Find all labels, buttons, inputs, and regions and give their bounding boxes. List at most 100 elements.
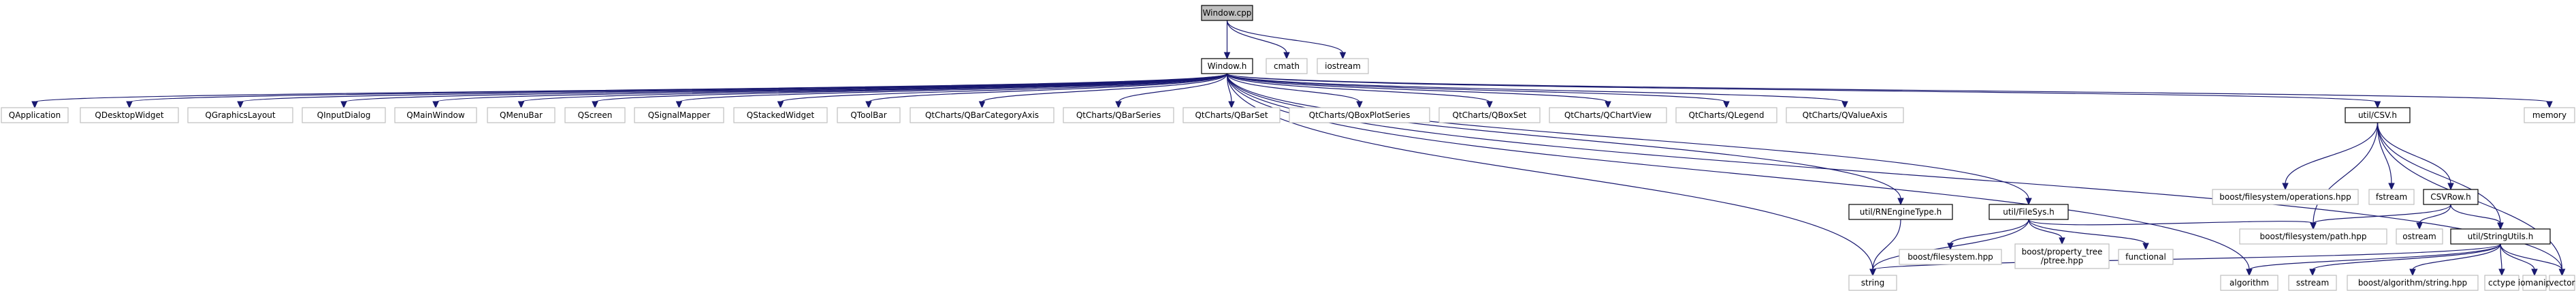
edge-arrowhead <box>340 101 347 109</box>
edge-window_h-to-qchartview <box>1226 73 1609 103</box>
node-label: boost/property_tree <box>2022 247 2103 257</box>
node-vector: vector <box>2549 275 2575 291</box>
node-qvalueaxis: QtCharts/QValueAxis <box>1786 107 1904 123</box>
edge-arrowhead <box>1723 101 1730 109</box>
node-label: util/FileSys.h <box>2003 207 2055 217</box>
node-boost_alg_string: boost/algorithm/string.hpp <box>2347 275 2479 291</box>
node-label: QApplication <box>9 110 61 120</box>
node-window_h[interactable]: Window.h <box>1201 58 1253 74</box>
edge-arrowhead <box>2498 269 2505 277</box>
node-rnengine_h[interactable]: util/RNEngineType.h <box>1848 204 1953 220</box>
node-label: ostream <box>2402 232 2436 241</box>
node-iostream: iostream <box>1317 58 1369 74</box>
node-box <box>2288 275 2337 291</box>
edge-arrowhead <box>237 101 244 109</box>
node-box <box>909 107 1054 123</box>
edge-arrowhead <box>1223 52 1231 60</box>
node-label: memory <box>2532 110 2566 120</box>
node-box <box>2014 243 2110 269</box>
node-box <box>302 107 386 123</box>
edge-window_h-to-qbarcategoryaxis <box>981 73 1228 103</box>
node-qsignalmapper: QSignalMapper <box>634 107 724 123</box>
edge-arrowhead <box>1339 52 1347 60</box>
node-box <box>2347 275 2479 291</box>
edge-window_h-to-qsignalmapper <box>678 73 1228 103</box>
node-qscreen: QScreen <box>564 107 626 123</box>
edge-arrowhead <box>777 101 784 109</box>
node-boost_fs_ops: boost/filesystem/operations.hpp <box>2212 189 2359 205</box>
node-label: QtCharts/QBarSet <box>1195 110 1268 120</box>
node-label: Window.cpp <box>1203 8 1252 18</box>
edge-rnengine_h-to-string <box>1872 219 1901 271</box>
edge-arrowhead <box>2309 269 2316 277</box>
edge-arrowhead <box>2388 183 2395 191</box>
node-label: QtCharts/QBoxSet <box>1453 110 1527 120</box>
edge-arrowhead <box>2246 269 2253 277</box>
node-label: functional <box>2125 252 2166 262</box>
edge-arrowhead <box>1356 101 1363 109</box>
node-box <box>187 107 293 123</box>
node-label: fstream <box>2376 192 2407 202</box>
node-label: QStackedWidget <box>747 110 815 120</box>
edge-window_h-to-memory <box>1226 73 2550 103</box>
edge-arrowhead <box>2531 269 2538 277</box>
node-box <box>634 107 724 123</box>
node-filesys_h[interactable]: util/FileSys.h <box>1989 204 2069 220</box>
edge-arrowhead <box>2558 269 2566 277</box>
node-label: QToolBar <box>850 110 886 120</box>
node-stringutils_h[interactable]: util/StringUtils.h <box>2450 228 2551 245</box>
edge-stringutils_h-to-boost_alg_string <box>2412 243 2501 271</box>
node-box <box>2423 189 2479 205</box>
node-box <box>564 107 626 123</box>
edge-arrowhead <box>2447 183 2454 191</box>
node-box <box>1989 204 2069 220</box>
edge-stringutils_h-to-cctype <box>2500 243 2502 271</box>
node-box <box>2345 107 2411 123</box>
node-iomanip: iomanip <box>2518 275 2551 291</box>
node-box <box>2368 189 2415 205</box>
edge-filesys_h-to-boost_fs_path <box>2028 219 2314 226</box>
node-box <box>2522 275 2547 291</box>
node-label: string <box>1861 278 1884 288</box>
node-box <box>1063 107 1174 123</box>
node-label: QGraphicsLayout <box>205 110 276 120</box>
node-label: QScreen <box>578 110 613 120</box>
edges-layer <box>31 20 2566 277</box>
node-box <box>394 107 477 123</box>
node-box <box>1675 107 1777 123</box>
edge-stringutils_h-to-algorithm <box>2249 243 2501 271</box>
edge-arrowhead <box>2546 101 2553 109</box>
node-label: boost/algorithm/string.hpp <box>2358 278 2467 288</box>
node-label: QtCharts/QBarSeries <box>1076 110 1161 120</box>
node-memory: memory <box>2524 107 2575 123</box>
node-box <box>1 107 69 123</box>
node-qboxplotseries: QtCharts/QBoxPlotSeries <box>1289 107 1430 123</box>
edge-window_h-to-qscreen <box>594 73 1228 103</box>
node-label: cctype <box>2488 278 2515 288</box>
edge-window_h-to-qlegend <box>1226 73 1727 103</box>
node-box <box>1289 107 1430 123</box>
node-boost_fs: boost/filesystem.hpp <box>1899 249 2002 265</box>
edge-arrowhead <box>1115 101 1122 109</box>
node-window_cpp[interactable]: Window.cpp <box>1201 5 1253 21</box>
edge-window_cpp-to-cmath <box>1226 20 1287 54</box>
node-label: CSVRow.h <box>2430 192 2470 202</box>
edge-window_cpp-to-iostream <box>1226 20 1344 54</box>
node-label: QMainWindow <box>406 110 465 120</box>
edge-stringutils_h-to-sstream <box>2312 243 2501 271</box>
edge-window_h-to-qvalueaxis <box>1226 73 1846 103</box>
node-box <box>1899 249 2002 265</box>
edge-window_h-to-qstackedwidget <box>779 73 1228 103</box>
node-label: boost/filesystem/path.hpp <box>2260 232 2367 241</box>
node-qgraphicslayout: QGraphicsLayout <box>187 107 293 123</box>
node-label: QtCharts/QLegend <box>1689 110 1765 120</box>
node-csv_h[interactable]: util/CSV.h <box>2345 107 2411 123</box>
node-box <box>1182 107 1281 123</box>
edge-csv_h-to-fstream <box>2377 122 2392 185</box>
node-qchartview: QtCharts/QChartView <box>1549 107 1667 123</box>
edge-arrowhead <box>126 101 133 109</box>
node-box <box>2524 107 2575 123</box>
node-csvrow_h[interactable]: CSVRow.h <box>2423 189 2479 205</box>
node-box <box>733 107 828 123</box>
node-label: QDesktopWidget <box>95 110 163 120</box>
